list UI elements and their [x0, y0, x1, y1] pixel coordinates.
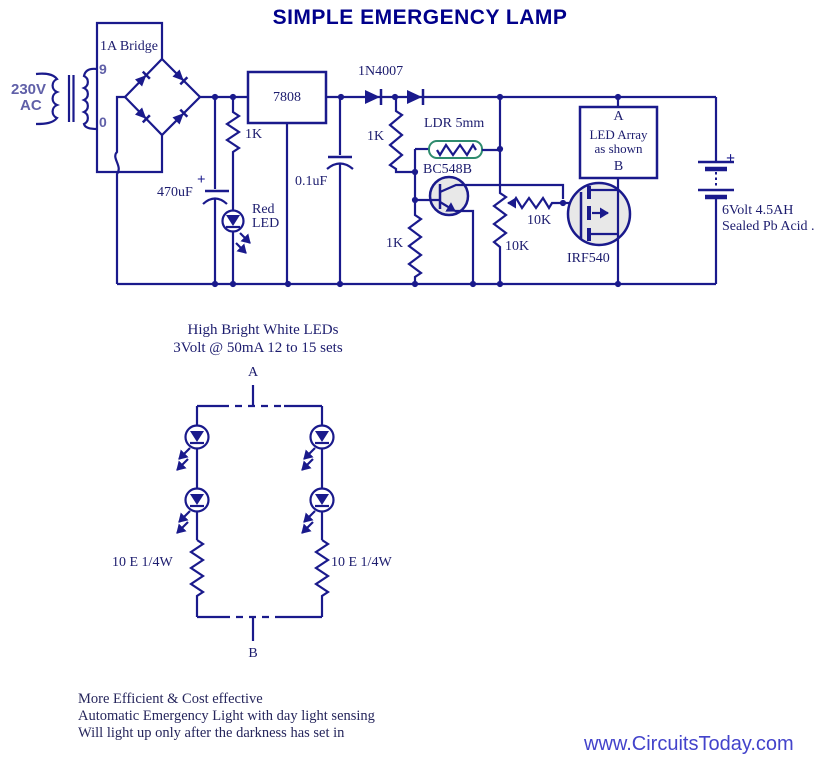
resistor-1k-led-icon: [225, 97, 241, 210]
mains-ac-label: AC: [20, 97, 42, 114]
array-terminal-a: A: [247, 365, 259, 380]
note-line-3: Will light up only after the darkness ha…: [78, 725, 345, 742]
led-box-terminal-a: A: [613, 109, 624, 124]
capacitor-0p1uf-icon: [326, 97, 354, 284]
junction-dots: [211, 93, 622, 288]
bridge-label: 1A Bridge: [100, 39, 158, 54]
ldr-label: LDR 5mm: [424, 116, 485, 131]
array-terminal-b: B: [248, 646, 258, 661]
bridge-tap-9-label: 9: [99, 61, 107, 77]
page-title: SIMPLE EMERGENCY LAMP: [272, 6, 568, 29]
white-led-icons: [176, 424, 335, 534]
diode-1n4007-icon: [365, 89, 425, 105]
divider-bottom-resistor-label: 1K: [386, 236, 404, 251]
battery-icon: [698, 160, 734, 200]
led-resistor-label: 1K: [245, 127, 263, 142]
website-link[interactable]: www.CircuitsToday.com: [584, 733, 794, 755]
led-box-terminal-b: B: [613, 159, 624, 174]
regulator-label: 7808: [273, 90, 301, 105]
red-led-label-1: Red: [252, 202, 275, 217]
transistor-label: BC548B: [423, 162, 473, 177]
led-box-line1: LED Array: [589, 127, 648, 142]
decoupling-cap-label: 0.1uF: [295, 174, 328, 189]
divider-top-resistor-label: 1K: [367, 129, 385, 144]
mosfet-label: IRF540: [567, 251, 610, 266]
gate-resistor-label: 10K: [527, 213, 552, 228]
led-array-heading-2: 3Volt @ 50mA 12 to 15 sets: [173, 340, 343, 356]
preset-label: 10K: [505, 239, 530, 254]
filter-cap-polarity: +: [197, 172, 206, 188]
transistor-bc548b-icon: [415, 175, 565, 284]
filter-cap-label: 470uF: [157, 185, 193, 200]
battery-polarity: +: [726, 150, 736, 167]
red-led-label-2: LED: [252, 216, 280, 231]
mains-voltage-label: 230V: [11, 81, 47, 98]
bridge-rectifier-icon: [95, 21, 202, 174]
array-resistor-right-label: 10 E 1/4W: [331, 555, 392, 570]
led-box-line2: as shown: [594, 141, 643, 156]
array-resistor-left-label: 10 E 1/4W: [112, 555, 173, 570]
transformer-icon: [35, 67, 98, 131]
ldr-icon: [428, 140, 500, 159]
bridge-tap-0-label: 0: [99, 114, 107, 130]
battery-label-2: Sealed Pb Acid .: [722, 219, 815, 234]
led-array-heading-1: High Bright White LEDs: [187, 322, 339, 338]
note-line-1: More Efficient & Cost effective: [78, 691, 263, 707]
notes-block: More Efficient & Cost effective Automati…: [78, 691, 375, 743]
resistor-divider-icons: [388, 97, 429, 284]
regulator-7808-box: [246, 70, 328, 125]
red-led-icon: [221, 209, 251, 284]
led-array-loop-wires: [189, 385, 330, 641]
mosfet-irf540-icon: [566, 178, 632, 284]
preset-10k-icon: [492, 97, 516, 284]
diode-label: 1N4007: [358, 64, 404, 79]
note-line-2: Automatic Emergency Light with day light…: [78, 708, 375, 725]
capacitor-470uf-icon: [202, 97, 229, 284]
battery-label-1: 6Volt 4.5AH: [722, 203, 794, 218]
